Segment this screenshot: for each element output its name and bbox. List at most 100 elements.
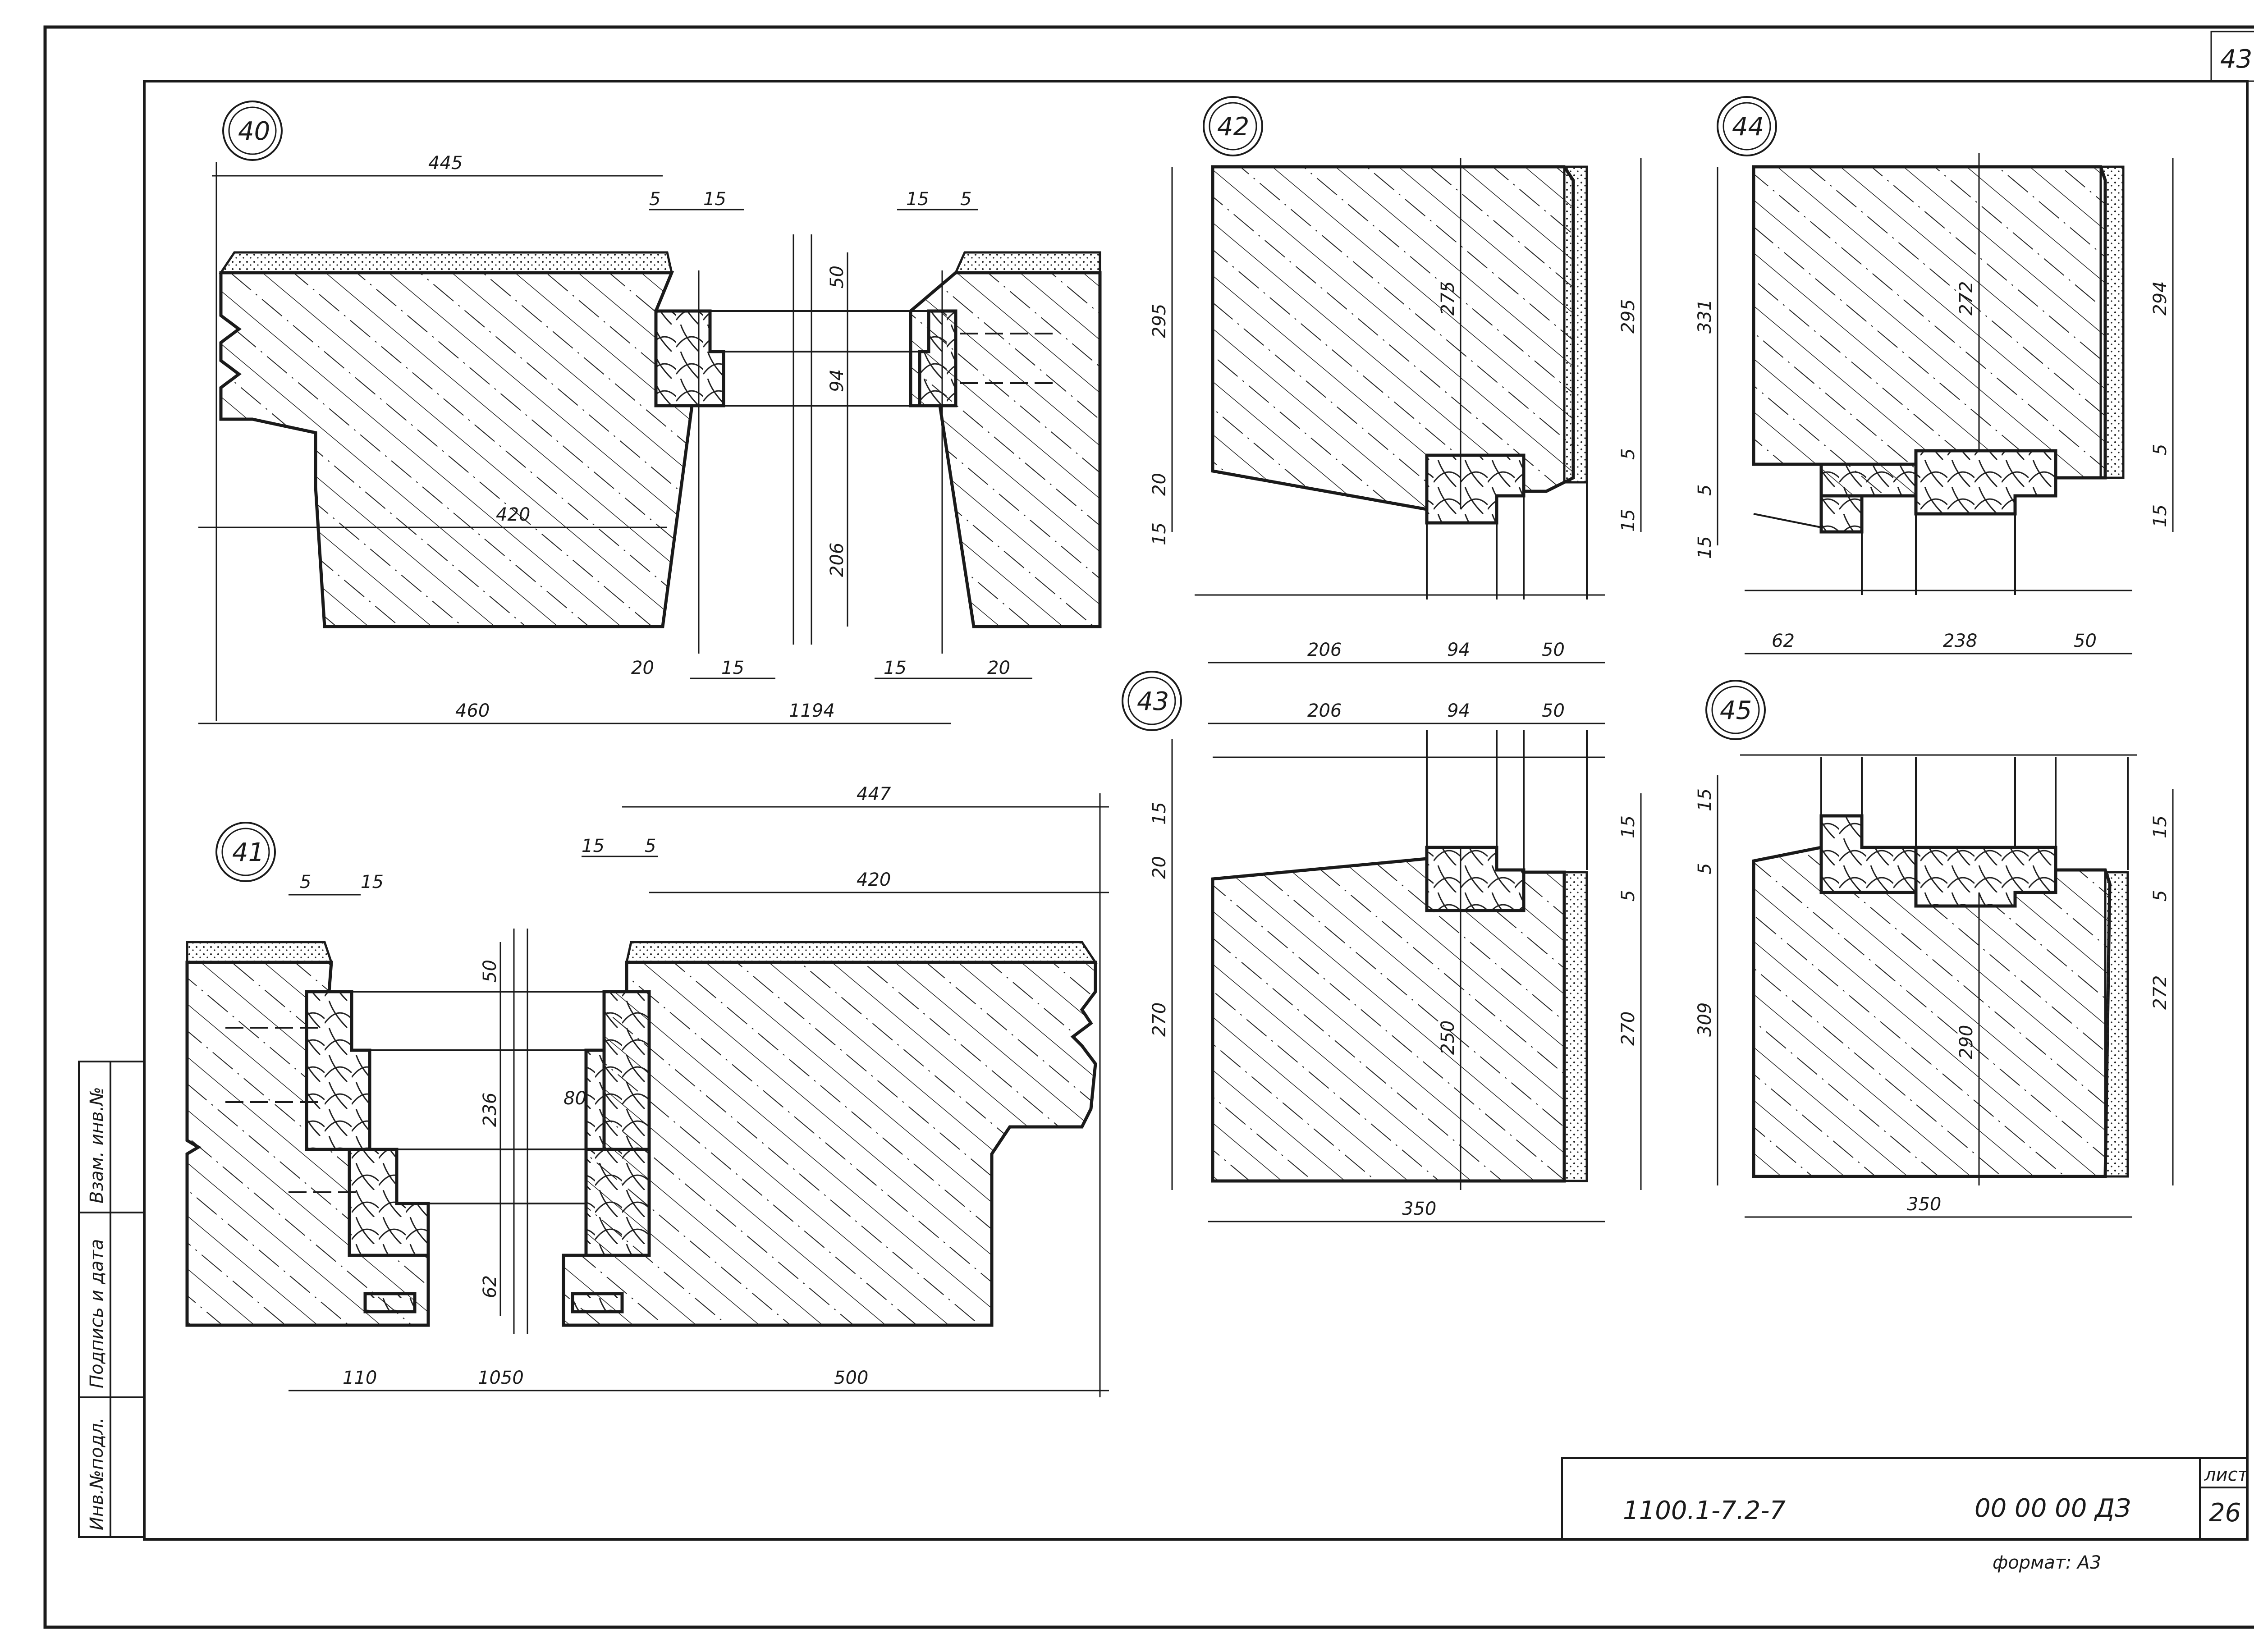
d40-dim-20b: 20	[987, 658, 1010, 678]
detail-43-frame	[1425, 846, 1526, 912]
d43-dim-206: 206	[1307, 700, 1342, 721]
d42-dim-5: 5	[1618, 448, 1639, 460]
detail-43-marker	[1122, 671, 1182, 731]
d44-dim-5b: 5	[2150, 444, 2171, 455]
title-block: 1100.1-7.2-7 00 00 00 ДЗ лист 26	[1561, 1457, 2249, 1540]
detail-44: 44 331 272 294 5 15 5 15 62 238 50	[1695, 96, 2174, 654]
d43-dim-94: 94	[1447, 700, 1470, 721]
d44-dim-331: 331	[1695, 299, 1715, 334]
d41-dim-80: 80	[564, 1088, 586, 1109]
d44-dim-15a: 15	[1695, 536, 1715, 559]
doc-code: 1100.1-7.2-7	[1623, 1496, 1786, 1525]
stamp-signature-date: Подпись и дата	[87, 1239, 107, 1388]
d43-dim-270b: 270	[1618, 1011, 1639, 1046]
d42-dim-275: 275	[1438, 281, 1458, 316]
detail-43-number: 43	[1137, 687, 1169, 716]
d40-dim-460: 460	[455, 700, 490, 721]
d41-dim-5a: 5	[300, 872, 311, 892]
detail-43: 43 206 94 50 15 20 270 250 270 15 5 350	[1122, 671, 1642, 1222]
detail-41-frame-right-upper	[584, 990, 651, 1151]
d42-dim-295b: 295	[1618, 299, 1639, 334]
doc-id: 00 00 00 ДЗ	[1975, 1494, 2131, 1523]
d43-dim-50: 50	[1542, 700, 1565, 721]
d45-dim-272: 272	[2150, 975, 2171, 1010]
d43-dim-270a: 270	[1149, 1002, 1170, 1037]
d45-dim-350: 350	[1907, 1194, 1941, 1215]
d41-dim-110: 110	[343, 1368, 377, 1388]
detail-45-frame-left	[1819, 814, 1918, 894]
d43-dim-350: 350	[1402, 1199, 1436, 1219]
detail-41-number: 41	[232, 838, 264, 867]
detail-43-wall	[1211, 857, 1566, 1183]
d40-dim-20a: 20	[631, 658, 654, 678]
d40-dim-1194: 1194	[789, 700, 835, 721]
d44-dim-62: 62	[1772, 631, 1795, 651]
d44-dim-238: 238	[1943, 631, 1977, 651]
d41-dim-420: 420	[857, 869, 891, 890]
detail-40: 40 445 5 15 15 5 50	[198, 101, 1102, 724]
detail-44-marker	[1717, 96, 1777, 156]
d41-dim-15b: 15	[582, 836, 605, 856]
d43-dim-20: 20	[1149, 856, 1170, 879]
sheet-label: лист	[2204, 1464, 2249, 1485]
d43-dim-5: 5	[1618, 890, 1639, 902]
d41-dim-62: 62	[480, 1275, 500, 1298]
format-label: формат: А3	[1993, 1552, 2101, 1573]
sheet-number-box	[2210, 31, 2254, 82]
d43-dim-15a: 15	[1149, 802, 1170, 825]
d41-dim-236: 236	[480, 1093, 500, 1127]
detail-42: 42 295 275 295 20 15 5 15 206 94 50	[1149, 96, 1642, 664]
d41-dim-1050: 1050	[478, 1368, 524, 1388]
detail-41-frame-left-lower	[348, 1148, 430, 1257]
d40-dim-420: 420	[496, 504, 530, 525]
d42-dim-15b: 15	[1618, 509, 1639, 532]
detail-40-frame-left	[654, 309, 725, 407]
detail-42-marker	[1203, 96, 1263, 156]
d42-dim-20: 20	[1149, 473, 1170, 496]
d45-dim-15a: 15	[1695, 788, 1715, 811]
d40-dim-94: 94	[827, 369, 848, 392]
d40-dim-15c: 15	[721, 658, 744, 678]
detail-42-number: 42	[1217, 112, 1249, 142]
d43-dim-250: 250	[1438, 1020, 1458, 1055]
d44-dim-50: 50	[2074, 631, 2097, 651]
detail-44-frame-left	[1819, 462, 1918, 534]
detail-40-marker	[222, 101, 283, 161]
stamp-replaces-inv: Взам. инв.№	[87, 1087, 107, 1204]
d45-dim-5b: 5	[2150, 890, 2171, 902]
detail-44-number: 44	[1732, 112, 1764, 142]
d40-dim-206: 206	[827, 543, 848, 577]
detail-44-wall	[1752, 165, 2107, 498]
sheet-number-top: 43	[2220, 45, 2252, 74]
d40-dim-445: 445	[428, 153, 463, 174]
side-stamp: Взам. инв.№ Подпись и дата Инв.№подл.	[78, 1061, 145, 1538]
stamp-inv-original: Инв.№подл.	[87, 1417, 107, 1530]
d41-dim-50: 50	[480, 960, 500, 983]
d40-dim-15a: 15	[703, 189, 726, 210]
detail-41-frame-right-lower	[584, 1148, 651, 1257]
d41-dim-500: 500	[834, 1368, 868, 1388]
detail-45-number: 45	[1720, 696, 1752, 725]
inner-frame	[143, 80, 2249, 1541]
detail-41: 41 447 420 5 15 15	[185, 784, 1109, 1397]
d44-dim-5a: 5	[1695, 485, 1715, 496]
d45-dim-309: 309	[1695, 1002, 1715, 1037]
d45-dim-15b: 15	[2150, 815, 2171, 838]
d45-dim-5a: 5	[1695, 863, 1715, 874]
d40-dim-50: 50	[827, 265, 848, 288]
d40-dim-5b: 5	[960, 189, 971, 210]
detail-40-number: 40	[238, 117, 270, 146]
detail-45-marker	[1705, 680, 1766, 740]
d44-dim-15b: 15	[2150, 504, 2171, 527]
d42-dim-50: 50	[1542, 640, 1565, 660]
sheet-value: 26	[2209, 1498, 2241, 1528]
d41-dim-15a: 15	[361, 872, 384, 892]
d40-dim-15d: 15	[884, 658, 907, 678]
d40-dim-5a: 5	[649, 189, 660, 210]
d42-dim-295a: 295	[1149, 304, 1170, 338]
d42-dim-94: 94	[1447, 640, 1470, 660]
d41-dim-447: 447	[857, 784, 891, 805]
d42-dim-15a: 15	[1149, 522, 1170, 545]
d41-dim-5b: 5	[645, 836, 656, 856]
